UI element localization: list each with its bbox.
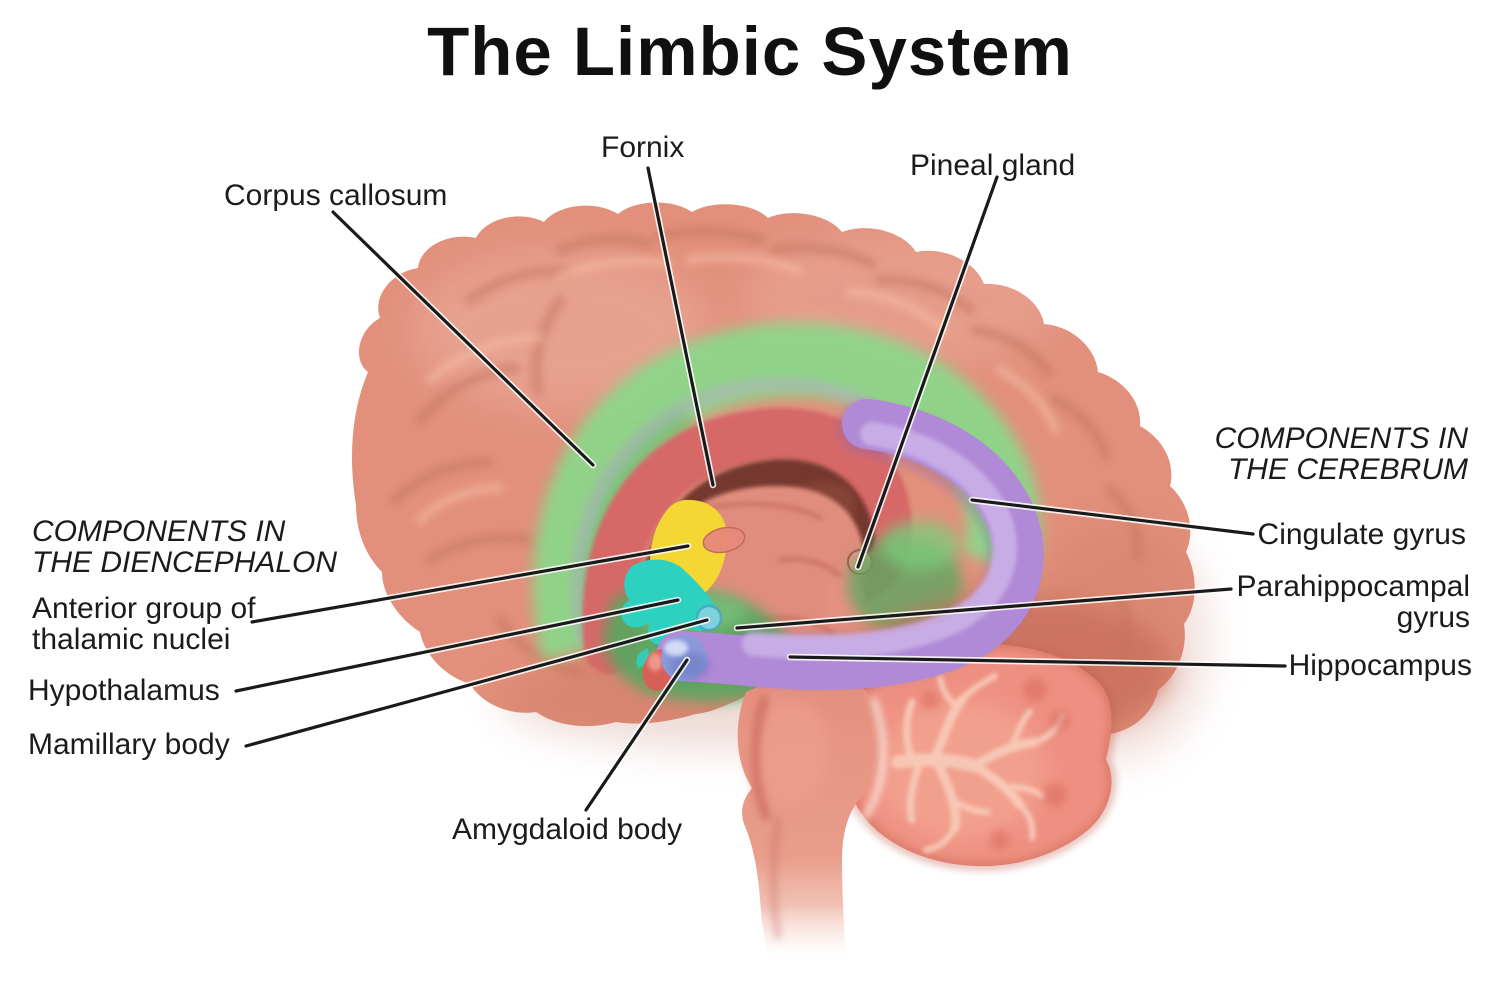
leader-line-hypothalamus xyxy=(234,598,680,693)
heading-line: THE DIENCEPHALON xyxy=(32,546,338,579)
label-line: thalamic nuclei xyxy=(32,623,231,656)
amygdaloid-highlight xyxy=(664,640,688,656)
arbor-vitae xyxy=(891,673,1065,853)
label-amygdaloid-body: Amygdaloid body xyxy=(452,813,683,846)
label-anterior-thalamic-nuclei: Anterior group of thalamic nuclei xyxy=(32,593,255,655)
label-cingulate-gyrus: Cingulate gyrus xyxy=(1257,518,1466,551)
label-parahippocampal-gyrus: Parahippocampal gyrus xyxy=(1237,571,1470,633)
label-line: gyrus xyxy=(1396,601,1470,634)
label-hippocampus: Hippocampus xyxy=(1288,649,1472,682)
heading-components-cerebrum: COMPONENTS IN THE CEREBRUM xyxy=(1215,423,1468,485)
fornix-ghost-ring xyxy=(570,376,918,647)
leader-line-pineal-gland xyxy=(856,175,999,569)
heading-line: COMPONENTS IN xyxy=(1214,422,1468,455)
leader-lines xyxy=(234,166,1287,812)
heading-line: COMPONENTS IN xyxy=(32,515,286,548)
heading-components-diencephalon: COMPONENTS IN THE DIENCEPHALON xyxy=(32,516,337,578)
hippocampus-band-ridge xyxy=(742,422,1017,659)
label-corpus-callosum: Corpus callosum xyxy=(224,179,448,212)
label-line: Parahippocampal xyxy=(1236,570,1470,603)
leader-line-fornix xyxy=(646,166,715,487)
cerebellum-mottling xyxy=(921,678,1070,850)
label-line: Anterior group of xyxy=(32,592,256,625)
leader-line-hippocampus xyxy=(788,655,1287,668)
label-hypothalamus: Hypothalamus xyxy=(28,674,220,707)
leader-line-cingulate-gyrus xyxy=(970,498,1255,536)
leader-line-mamillary-body xyxy=(244,618,709,748)
cerebellum-center-light xyxy=(875,700,1045,840)
leader-line-corpus-callosum xyxy=(331,210,595,467)
page-title: The Limbic System xyxy=(427,13,1073,90)
cortex-gyri-highlights xyxy=(415,252,1061,525)
brainstem-creases xyxy=(750,695,886,940)
label-pineal-gland: Pineal gland xyxy=(910,149,1076,182)
red-nucleus-highlight xyxy=(648,653,662,671)
right-green-patch-bright xyxy=(880,520,960,570)
pons-highlight xyxy=(750,700,830,804)
leader-line-parahippocampal-gyrus xyxy=(735,587,1233,630)
leader-line-anterior-thalamic xyxy=(250,544,690,624)
label-fornix: Fornix xyxy=(601,131,685,164)
label-mamillary-body: Mamillary body xyxy=(28,728,230,761)
leader-line-amygdaloid-body xyxy=(584,658,689,812)
heading-line: THE CEREBRUM xyxy=(1227,453,1468,486)
interthalamic-adhesion xyxy=(702,526,746,554)
